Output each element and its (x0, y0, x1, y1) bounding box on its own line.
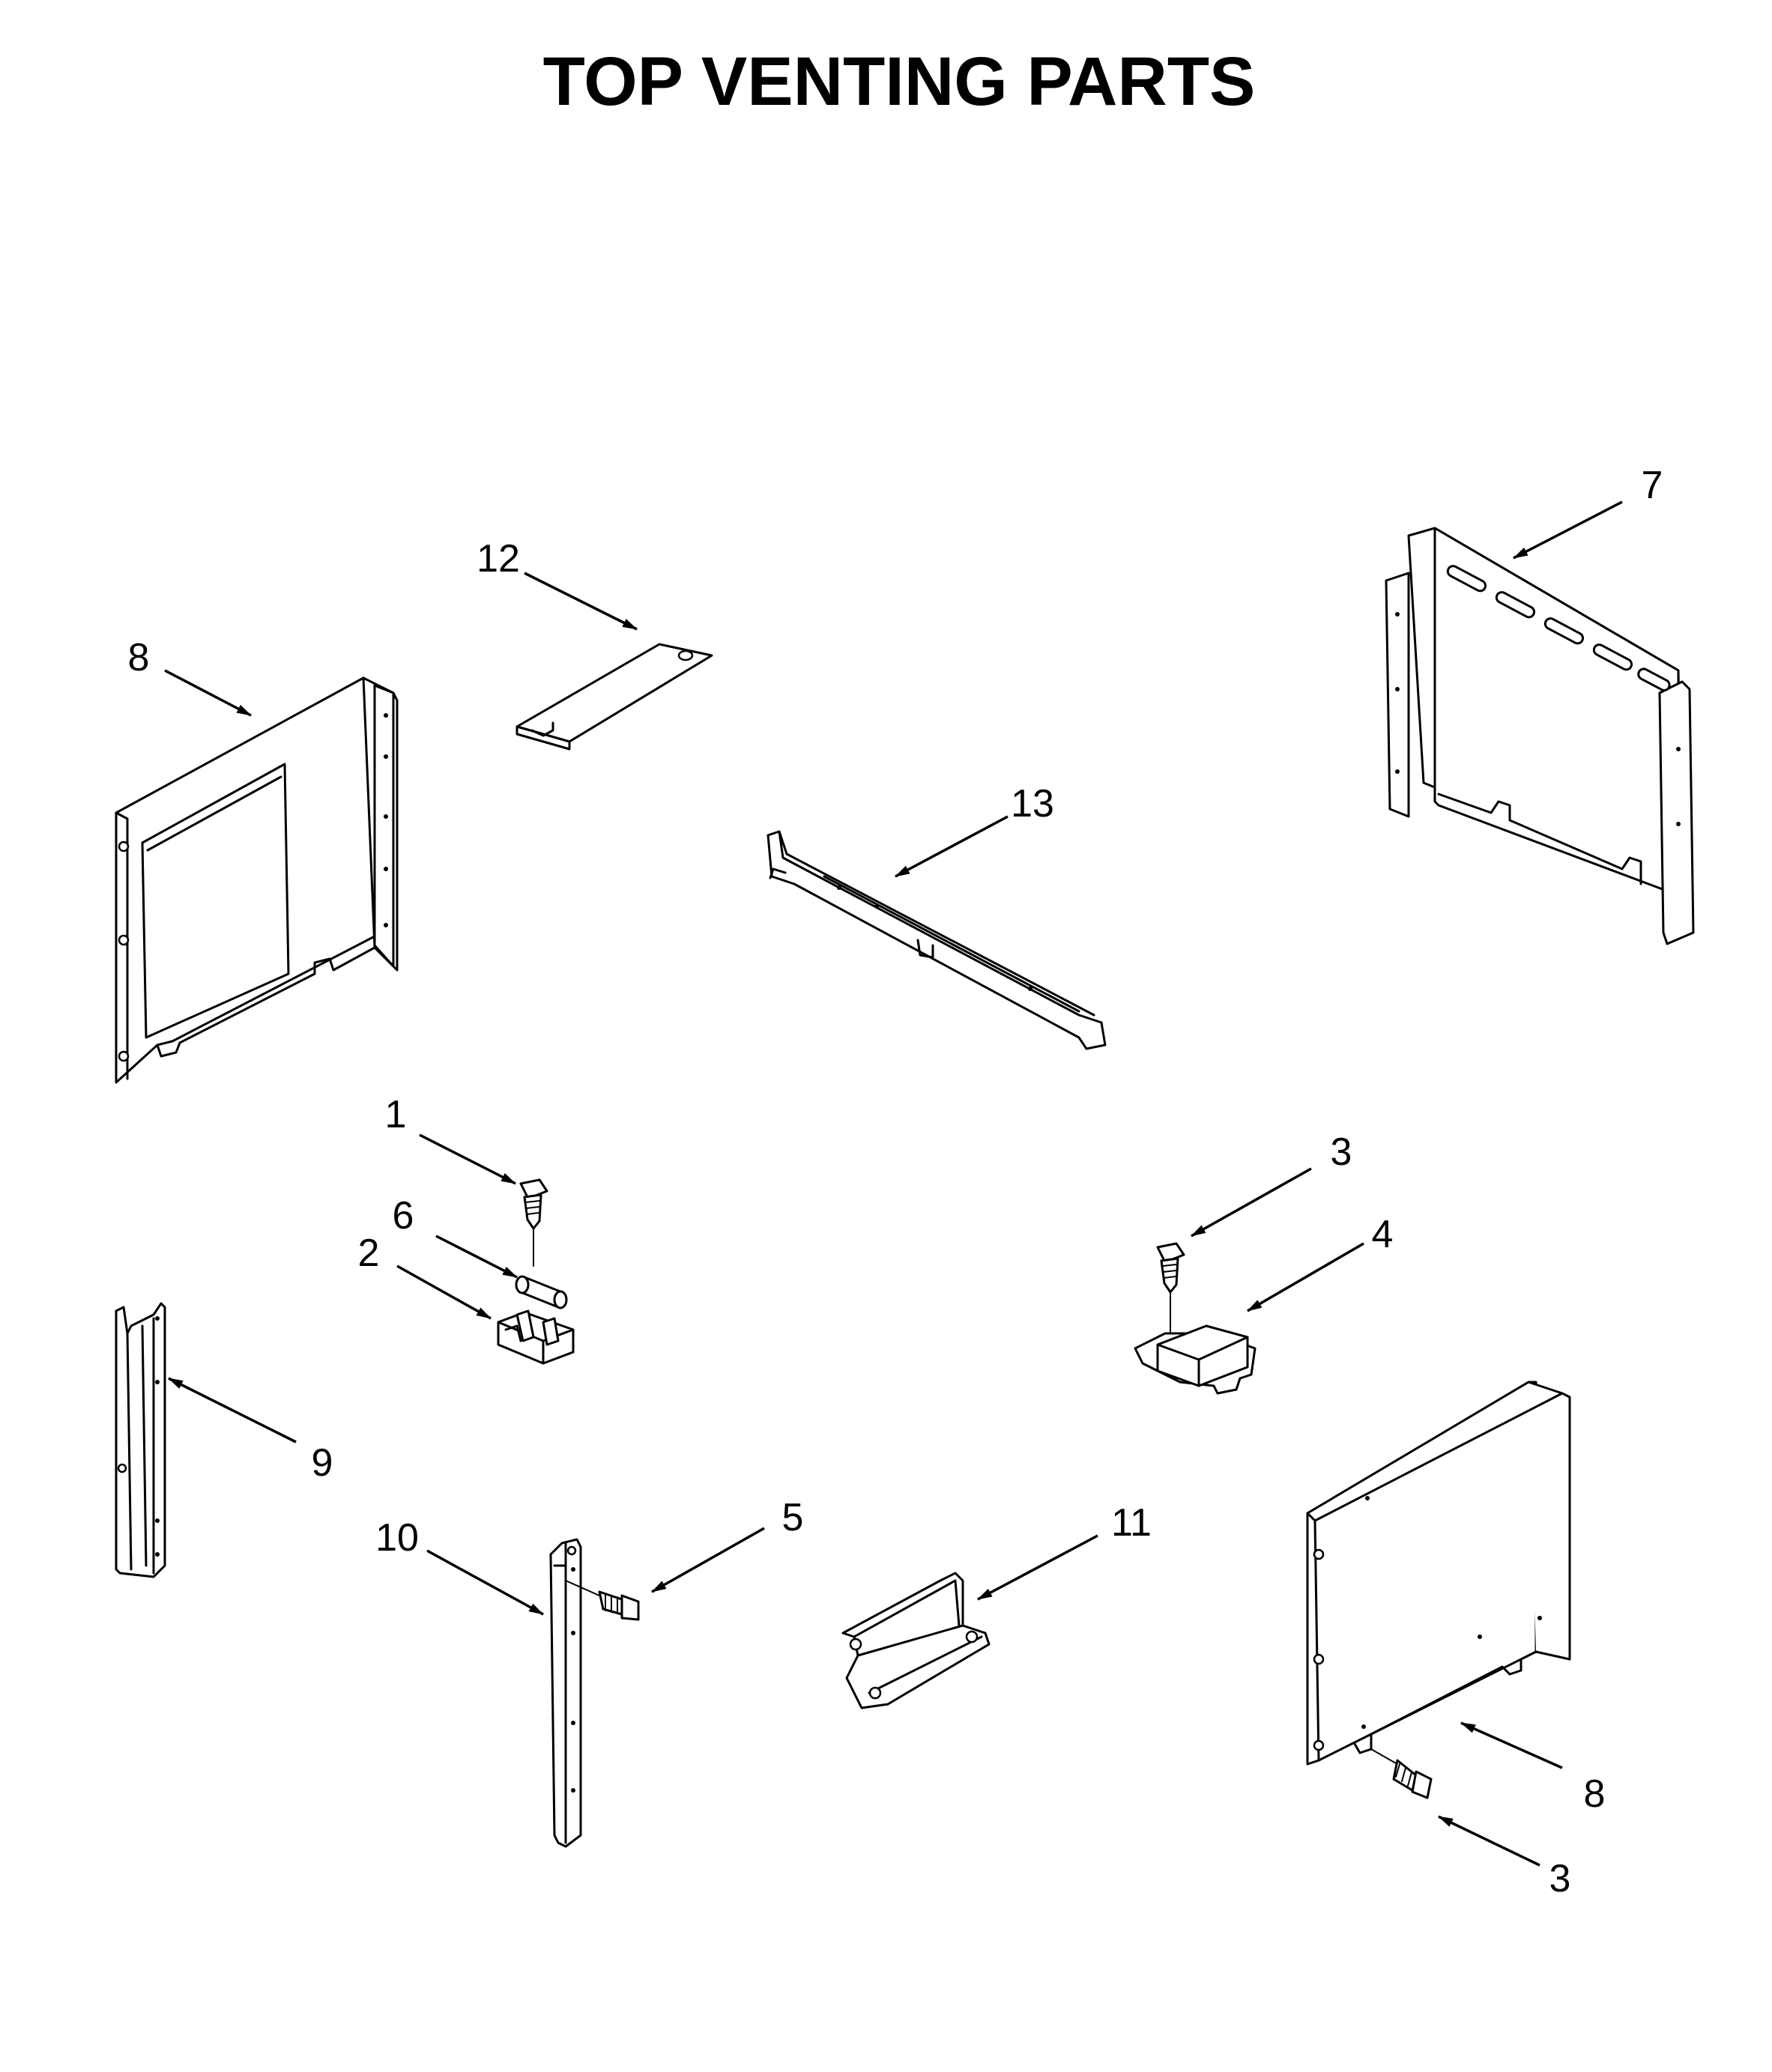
callout-10: 10 (375, 1516, 419, 1560)
callout-4: 4 (1372, 1213, 1394, 1256)
leader-lines (164, 500, 1623, 1867)
leader-5 (651, 1527, 765, 1593)
leader-12 (524, 572, 638, 631)
callout-3-upper: 3 (1331, 1130, 1352, 1174)
leader-13 (895, 815, 1009, 878)
part-5-screw (565, 1580, 640, 1621)
leader-10 (426, 1549, 544, 1616)
part-3-screw-upper (1156, 1242, 1185, 1334)
callout-1: 1 (385, 1093, 407, 1136)
leader-7 (1513, 500, 1623, 560)
leader-2 (396, 1264, 492, 1320)
callout-8-lower: 8 (1584, 1772, 1606, 1816)
part-12-vent-plate (515, 643, 713, 751)
part-8-right-side-panel (1306, 1381, 1571, 1766)
part-10-vertical-rail (549, 1538, 582, 1848)
part-4-module (1134, 1324, 1257, 1395)
callout-7: 7 (1642, 464, 1663, 507)
part-3-screw-lower (1370, 1748, 1433, 1799)
part-11-z-bracket (841, 1572, 991, 1709)
callout-13: 13 (1011, 782, 1054, 826)
leader-4 (1247, 1242, 1364, 1312)
part-8-left-side-panel (115, 676, 399, 1084)
diagram-title: TOP VENTING PARTS (543, 43, 1256, 120)
leader-1 (419, 1133, 516, 1185)
callout-labels: 1 2 3 3 4 5 6 7 8 8 9 10 11 12 13 (128, 464, 1663, 1900)
callout-3-lower: 3 (1549, 1857, 1571, 1900)
callout-8-upper: 8 (128, 636, 150, 679)
leader-11 (977, 1534, 1098, 1601)
part-7-top-vent-panel (1385, 527, 1695, 945)
callout-6: 6 (393, 1194, 414, 1238)
part-1-screw (519, 1178, 548, 1267)
part-6-fuse (515, 1275, 568, 1309)
callout-11: 11 (1111, 1501, 1152, 1545)
leader-8b (1460, 1721, 1563, 1769)
leader-6 (435, 1235, 518, 1279)
callout-2: 2 (358, 1232, 380, 1275)
part-13-rail (766, 830, 1107, 1050)
callout-9: 9 (312, 1441, 333, 1485)
part-2-fuse-holder (497, 1309, 575, 1365)
part-9-vertical-rail (115, 1302, 166, 1578)
leader-8a (164, 669, 252, 717)
callout-12: 12 (477, 537, 520, 581)
leader-9 (168, 1377, 297, 1444)
leader-3b (1438, 1815, 1540, 1867)
leader-3a (1191, 1167, 1312, 1238)
callout-5: 5 (782, 1496, 804, 1539)
